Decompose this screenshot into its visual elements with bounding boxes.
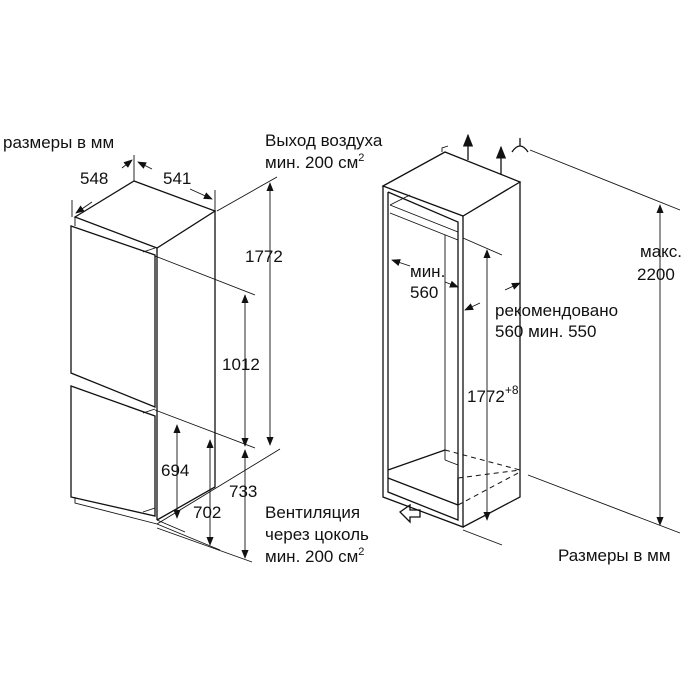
upper-height-dimension: 1012 bbox=[222, 355, 260, 374]
air-outlet-value: мин. 200 см2 bbox=[265, 152, 364, 172]
min-width-value: 560 bbox=[410, 283, 438, 302]
niche-drawing bbox=[381, 133, 529, 528]
ventilation-title: Вентиляция bbox=[265, 503, 360, 522]
ventilation-value: мин. 200 см2 bbox=[265, 546, 364, 566]
units-label-right: Размеры в мм bbox=[558, 546, 671, 565]
niche-dimensions bbox=[391, 149, 681, 546]
units-label-left: размеры в мм bbox=[3, 133, 114, 152]
ventilation-arrow-icon bbox=[398, 503, 421, 524]
dimension-733: 733 bbox=[229, 482, 257, 501]
dimension-694: 694 bbox=[161, 461, 189, 480]
upper-door bbox=[70, 225, 156, 408]
ventilation-subtitle: через цоколь bbox=[265, 525, 369, 544]
max-height-value: 2200 bbox=[637, 265, 675, 284]
lower-door bbox=[70, 385, 156, 517]
ceiling-symbol-icon bbox=[511, 138, 529, 153]
min-width-label: мин. bbox=[410, 262, 445, 281]
niche-height-dimension: 1772+8 bbox=[467, 383, 519, 406]
depth-dimension: 548 bbox=[80, 169, 108, 188]
recommended-depth-value: 560 мин. 550 bbox=[495, 322, 596, 341]
width-dimension: 541 bbox=[163, 169, 191, 188]
height-dimension: 1772 bbox=[245, 247, 283, 266]
air-outlet-title: Выход воздуха bbox=[265, 131, 383, 150]
max-height-label: макс. bbox=[640, 242, 682, 261]
dimension-702: 702 bbox=[193, 503, 221, 522]
appliance-drawing bbox=[70, 180, 217, 525]
recommended-depth-label: рекомендовано bbox=[495, 301, 618, 320]
appliance-dimensions bbox=[71, 155, 281, 563]
